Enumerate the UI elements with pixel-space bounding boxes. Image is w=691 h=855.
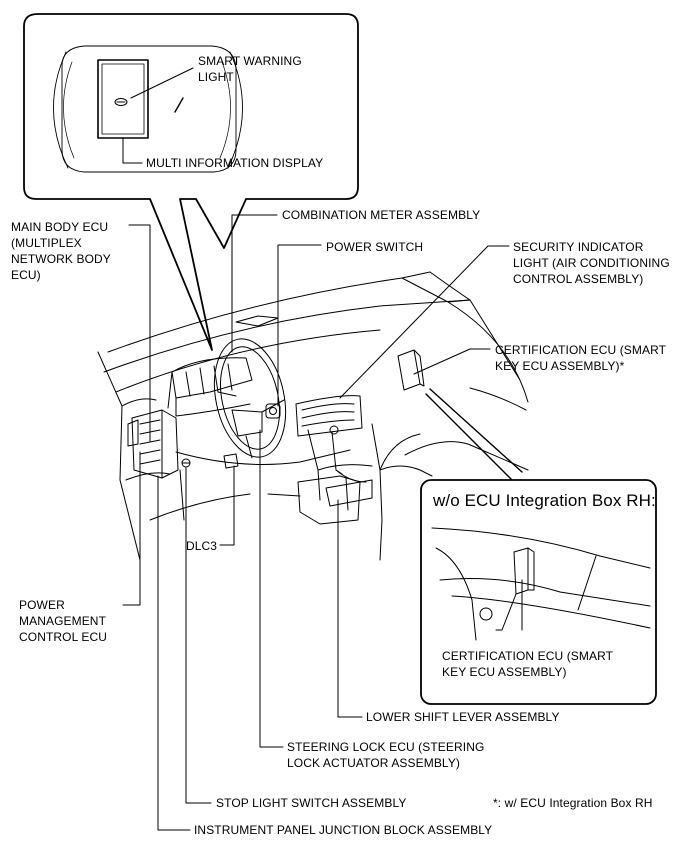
certification-ecu-label: CERTIFICATION ECU (SMART KEY ECU ASSEMBL… xyxy=(495,343,667,373)
meter-inset-callout xyxy=(23,13,359,351)
footnote: *: w/ ECU Integration Box RH xyxy=(493,796,653,810)
smart-warning-light-label: SMART WARNING LIGHT xyxy=(198,54,302,84)
steering-lock-ecu-label: STEERING LOCK ECU (STEERING LOCK ACTUATO… xyxy=(287,740,485,770)
main-body-ecu-label: MAIN BODY ECU (MULTIPLEX NETWORK BODY EC… xyxy=(11,220,111,282)
dlc3-label: DLC3 xyxy=(186,539,218,553)
instrument-panel-junction-block-label: INSTRUMENT PANEL JUNCTION BLOCK ASSEMBLY xyxy=(194,823,493,837)
multi-information-display-label: MULTI INFORMATION DISPLAY xyxy=(146,156,324,170)
dashboard-outline xyxy=(97,271,529,561)
inset-certification-ecu-label: CERTIFICATION ECU (SMART KEY ECU ASSEMBL… xyxy=(442,649,614,679)
power-management-control-ecu-label: POWER MANAGEMENT CONTROL ECU xyxy=(19,598,107,644)
security-indicator-light-label: SECURITY INDICATOR LIGHT (AIR CONDITIONI… xyxy=(513,240,670,286)
smart-warning-light-icon xyxy=(114,98,128,106)
combination-meter-assembly-label: COMBINATION METER ASSEMBLY xyxy=(282,208,481,222)
lower-shift-lever-assembly-label: LOWER SHIFT LEVER ASSEMBLY xyxy=(366,710,560,724)
integration-box-inset xyxy=(420,479,657,705)
power-switch-label: POWER SWITCH xyxy=(326,240,424,254)
stop-light-switch-assembly-label: STOP LIGHT SWITCH ASSEMBLY xyxy=(216,796,407,810)
integration-box-inset-title: w/o ECU Integration Box RH: xyxy=(433,491,656,510)
leader-lines xyxy=(122,214,523,831)
